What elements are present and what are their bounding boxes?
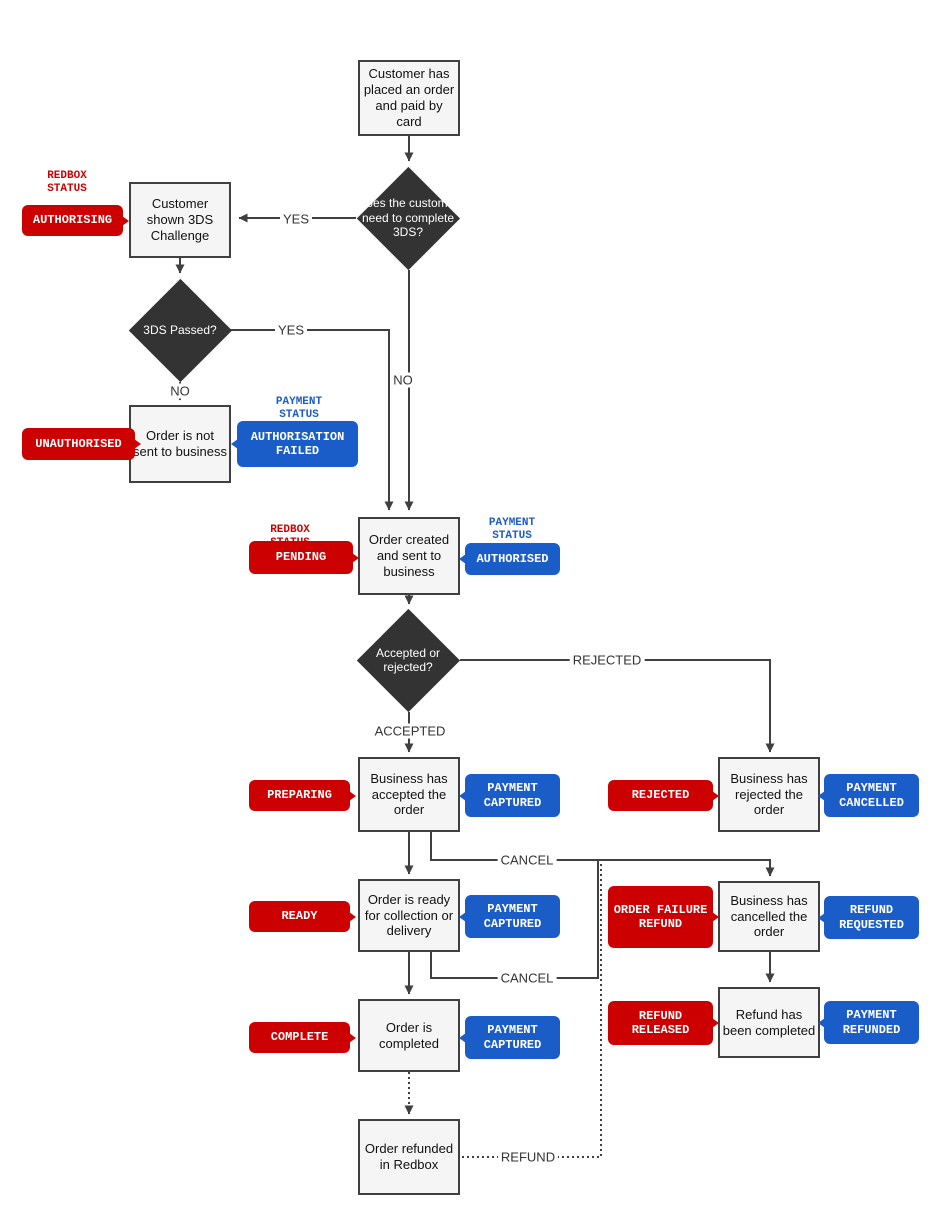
badge-unauthorised: UNAUTHORISED [22,428,141,460]
badge-authorised: AUTHORISED [459,543,560,575]
node-order-placed: Customer has placed an order and paid by… [358,60,460,136]
node-order-refunded: Order refunded in Redbox [358,1119,460,1195]
node-order-ready: Order is ready for collection or deliver… [358,879,460,952]
edge-label-cancel: CANCEL [497,852,557,868]
badge-preparing: PREPARING [249,780,356,811]
edge-label-yes: YES [279,211,313,227]
edge-label-rejected: REJECTED [569,652,645,668]
badge-payment-cancelled: PAYMENT CANCELLED [818,774,919,817]
node-business-accepted: Business has accepted the order [358,757,460,832]
edge-label-yes: YES [274,322,308,338]
badge-payment-captured: PAYMENT CAPTURED [459,774,560,817]
payment-status-label: PAYMENT STATUS [488,517,536,543]
edge-label-no: NO [390,372,416,388]
decision-accepted-rejected-label: Accepted or rejected? [375,645,441,674]
node-refund-completed: Refund has been completed [718,987,820,1058]
node-order-created: Order created and sent to business [358,517,460,595]
node-business-rejected: Business has rejected the order [718,757,820,832]
edge-label-cancel: CANCEL [497,970,557,986]
badge-payment-captured: PAYMENT CAPTURED [459,895,560,938]
badge-rejected: REJECTED [608,780,719,811]
badge-order-failure-refund: ORDER FAILURE REFUND [608,886,719,948]
node-3ds-challenge: Customer shown 3DS Challenge [129,182,231,258]
redbox-status-label: REDBOX STATUS [47,170,87,196]
payment-status-label: PAYMENT STATUS [275,396,323,422]
badge-pending: PENDING [249,541,359,574]
decision-3ds-passed-label: 3DS Passed? [143,322,217,337]
badge-refund-requested: REFUND REQUESTED [818,896,919,939]
badge-payment-refunded: PAYMENT REFUNDED [818,1001,919,1044]
badge-payment-captured: PAYMENT CAPTURED [459,1016,560,1059]
badge-refund-released: REFUND RELEASED [608,1001,719,1045]
decision-need-3ds-label: Does the customer need to complete 3DS? [357,196,459,240]
node-order-completed: Order is completed [358,999,460,1072]
node-order-not-sent: Order is not sent to business [129,405,231,483]
decision-need-3ds: Does the customer need to complete 3DS? [356,166,460,270]
edge-label-no: NO [167,383,193,399]
badge-complete: COMPLETE [249,1022,356,1053]
node-business-cancelled: Business has cancelled the order [718,881,820,952]
edge-label-refund: REFUND [497,1149,559,1165]
decision-3ds-passed: 3DS Passed? [128,278,232,382]
badge-authorisation-failed: AUTHORISATION FAILED [231,421,358,467]
edge-label-accepted: ACCEPTED [371,723,449,739]
badge-authorising: AUTHORISING [22,205,129,236]
decision-accepted-rejected: Accepted or rejected? [356,608,460,712]
badge-ready: READY [249,901,356,932]
